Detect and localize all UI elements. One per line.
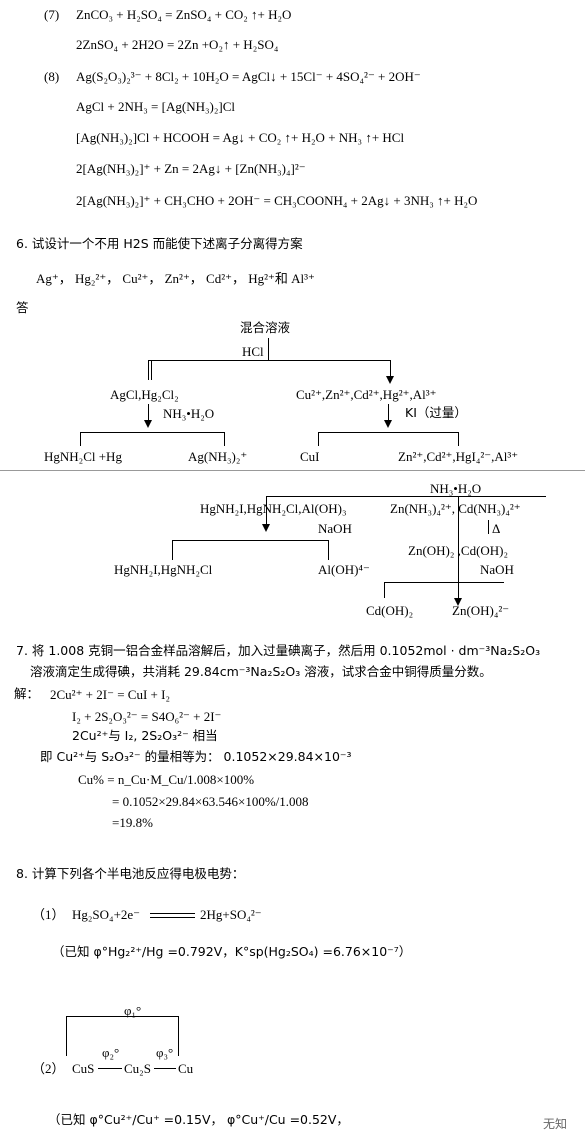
step5-left: Cd(OH)₂ (366, 603, 414, 618)
branch-line (148, 360, 390, 361)
branch-line (172, 540, 173, 560)
question-7-title: 7. 将 1.008 克铜一铝合金样品溶解后，加入过量碘离子，然后用 0.105… (16, 643, 541, 658)
tree-left-left: HgNH₂Cl +Hg (44, 449, 122, 464)
reaction-number-7: (7) (44, 7, 60, 22)
tree-left-reagent: NH₃•H₂O (163, 406, 215, 421)
equation-7-1: ZnCO₃ + H₂SO₄ = ZnSO₄ + CO₂ ↑+ H₂O (76, 7, 292, 22)
ion-list: Ag⁺， Hg₂²⁺， Cu²⁺， Zn²⁺， Cd²⁺， Hg²⁺和 Al³⁺ (36, 271, 315, 286)
arrow-down-icon (386, 376, 394, 384)
branch-line (384, 582, 385, 598)
arrow-down-icon (384, 420, 392, 428)
branch-line (80, 432, 225, 433)
branch-line (458, 432, 459, 446)
branch-line (172, 540, 328, 541)
equation-8-5: 2[Ag(NH₃)₂]⁺ + CH₃CHO + 2OH⁻ = CH₃COONH₄… (76, 193, 478, 208)
equation-8-2: AgCl + 2NH₃ = [Ag(NH₃)₂]Cl (76, 99, 235, 114)
part-1-number: （1） (32, 907, 65, 922)
branch-line (488, 520, 489, 534)
equilibrium-arrow (150, 917, 195, 918)
page-divider (0, 470, 585, 471)
species-cus: CuS (72, 1061, 95, 1076)
branch-line (151, 360, 152, 380)
question-8-title: 8. 计算下列各个半电池反应得电极电势： (16, 866, 245, 881)
phi-1-label: φ₁° (124, 1003, 142, 1018)
part-1-equation-left: Hg₂SO₄+2e⁻ (72, 907, 141, 922)
step4-left-left: HgNH₂I,HgNH₂Cl (114, 562, 213, 577)
solution-step-5: Cu% = n_Cu·M_Cu/1.008×100% (78, 772, 255, 787)
equilibrium-arrow (150, 913, 195, 914)
phi-3-label: φ₃° (156, 1045, 174, 1060)
tree-right-left: CuI (300, 449, 320, 464)
reaction-number-8: (8) (44, 69, 60, 84)
branch-line (266, 496, 546, 497)
equation-8-1: Ag(S₂O₃)₂³⁻ + 8Cl₂ + 10H₂O = AgCl↓ + 15C… (76, 69, 421, 84)
arrow-down-icon (262, 524, 270, 532)
step4-right-reagent: NaOH (480, 562, 514, 577)
branch-line (80, 432, 81, 446)
part-2-given: （已知 φ°Cu²⁺/Cu⁺ =0.15V， φ°Cu⁺/Cu =0.52V， (48, 1112, 349, 1127)
question-6-title: 6. 试设计一个不用 H2S 而能使下述离子分离得方案 (16, 236, 303, 251)
bracket-line (66, 1016, 67, 1056)
branch-line (328, 540, 329, 560)
question-7-title-2: 溶液滴定生成得碘，共消耗 29.84cm⁻³Na₂S₂O₃ 溶液，试求合金中铜得… (30, 664, 492, 679)
branch-line (224, 432, 225, 446)
tree-right-node: Cu²⁺,Zn²⁺,Cd²⁺,Hg²⁺,Al³⁺ (296, 387, 437, 402)
solution-step-3: 2Cu²⁺与 I₂, 2S₂O₃²⁻ 相当 (72, 728, 218, 743)
solution-step-4: 即 Cu²⁺与 S₂O₃²⁻ 的量相等为： 0.1052×29.84×10⁻³ (40, 749, 352, 764)
step5-right: Zn(OH)₄²⁻ (452, 603, 510, 618)
branch-line (384, 582, 504, 583)
part-2-number: （2） (32, 1061, 65, 1076)
step4-left-right: Al(OH)⁴⁻ (318, 562, 370, 577)
solution-step-2: I₂ + 2S₂O₃²⁻ = S4O₆²⁻ + 2I⁻ (72, 709, 222, 724)
watermark: 无知 (542, 1117, 567, 1131)
arrow-down-icon (454, 598, 462, 606)
equation-8-4: 2[Ag(NH₃)₂]⁺ + Zn = 2Ag↓ + [Zn(NH₃)₄]²⁻ (76, 161, 306, 176)
answer-label: 答 (16, 300, 29, 315)
bracket-line (178, 1016, 179, 1056)
solution-label: 解： (14, 686, 40, 701)
tree-left-node: AgCl,Hg₂Cl₂ (110, 387, 179, 402)
branch-line (390, 360, 391, 376)
step3-right: Zn(NH₃)₄²⁺, Cd(NH₃)₄²⁺ (390, 501, 521, 516)
branch-line (148, 404, 149, 422)
step3-right-reagent: Δ (492, 521, 501, 536)
branch-line (318, 432, 458, 433)
solution-step-6: = 0.1052×29.84×63.546×100%/1.008 (112, 794, 309, 809)
reaction-line (154, 1068, 176, 1069)
branch-line (458, 496, 459, 598)
step4-right: Zn(OH)₂ ,Cd(OH)₂ (408, 543, 509, 558)
tree-left-right: Ag(NH₃)₂⁺ (188, 449, 248, 464)
branch-line (318, 432, 319, 446)
arrow-down-icon (144, 420, 152, 428)
part-1-given: （已知 φ°Hg₂²⁺/Hg =0.792V，K°sp(Hg₂SO₄) =6.7… (52, 944, 412, 959)
step3-left: HgNH₂I,HgNH₂Cl,Al(OH)₃ (200, 501, 347, 516)
reaction-line (98, 1068, 122, 1069)
branch-line (148, 360, 149, 380)
tree-root-reagent: HCl (242, 344, 264, 359)
step3-left-reagent: NaOH (318, 521, 352, 536)
tree-right-reagent: KI（过量） (405, 405, 467, 420)
branch-line (266, 496, 267, 524)
tree-root: 混合溶液 (240, 320, 291, 335)
solution-result: =19.8% (112, 815, 153, 830)
equation-7-2: 2ZnSO₄ + 2H2O = 2Zn +O₂↑ + H₂SO₄ (76, 37, 279, 52)
equation-8-3: [Ag(NH₃)₂]Cl + HCOOH = Ag↓ + CO₂ ↑+ H₂O … (76, 130, 405, 145)
phi-2-label: φ₂° (102, 1045, 120, 1060)
tree-right-right: Zn²⁺,Cd²⁺,HgI₄²⁻,Al³⁺ (398, 449, 519, 464)
solution-step-1: 2Cu²⁺ + 2I⁻ = CuI + I₂ (50, 687, 170, 702)
bracket-line (66, 1016, 178, 1017)
part-1-equation-right: 2Hg+SO₄²⁻ (200, 907, 262, 922)
species-cu2s: Cu₂S (124, 1061, 151, 1076)
branch-line (388, 404, 389, 422)
step3-reagent: NH₃•H₂O (430, 481, 482, 496)
species-cu: Cu (178, 1061, 194, 1076)
branch-line (268, 338, 269, 360)
